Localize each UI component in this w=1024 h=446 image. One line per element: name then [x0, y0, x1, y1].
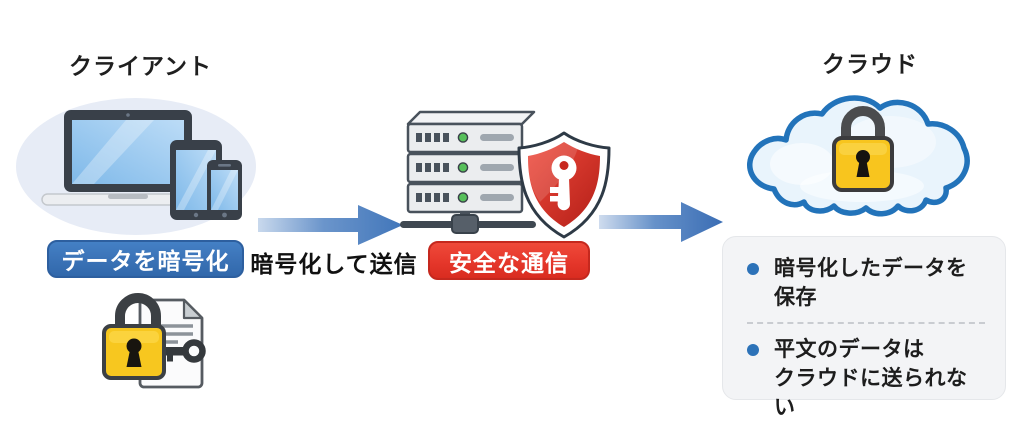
white-key-icon — [550, 155, 577, 211]
shield-key-icon — [517, 131, 611, 239]
network-cable-icon — [400, 212, 536, 234]
note-line: 平文のデータは — [774, 338, 925, 361]
led-green-icon — [457, 162, 469, 173]
note-line: 保存 — [774, 286, 817, 309]
note-line: クラウドに送られない — [774, 367, 968, 419]
server-unit — [406, 122, 524, 154]
arrow-right-icon — [599, 202, 723, 242]
smartphone-icon — [207, 160, 242, 220]
devices-icon — [41, 110, 242, 220]
server-unit — [406, 182, 524, 214]
cloud-section-title: クラウド — [822, 51, 918, 77]
encrypt-data-badge: データを暗号化 — [47, 240, 244, 278]
padlock-icon — [102, 293, 166, 380]
bullet-dot-icon — [747, 263, 759, 275]
client-section-title: クライアント — [68, 53, 213, 79]
encrypt-data-badge-label: データを暗号化 — [61, 248, 230, 274]
padlock-icon — [832, 106, 894, 192]
server-stack-icon — [400, 110, 536, 234]
led-green-icon — [457, 132, 469, 143]
cloud-lock-icon — [747, 95, 970, 217]
list-item: 平文のデータは クラウドに送られない — [745, 335, 987, 422]
arrow-label: 暗号化して送信 — [250, 251, 418, 277]
led-green-icon — [457, 192, 469, 203]
note-line: 暗号化したデータを — [774, 257, 968, 280]
secure-communication-badge: 安全な通信 — [428, 241, 590, 280]
server-unit — [406, 152, 524, 184]
secure-communication-badge-label: 安全な通信 — [449, 249, 569, 276]
cloud-notes-panel: 暗号化したデータを 保存 平文のデータは クラウドに送られない — [722, 236, 1006, 419]
list-item: 暗号化したデータを 保存 — [745, 254, 987, 312]
lock-document-icon — [102, 293, 206, 389]
bullet-dot-icon — [747, 344, 759, 356]
dashed-divider — [747, 322, 985, 324]
arrow-right-icon — [258, 205, 403, 245]
